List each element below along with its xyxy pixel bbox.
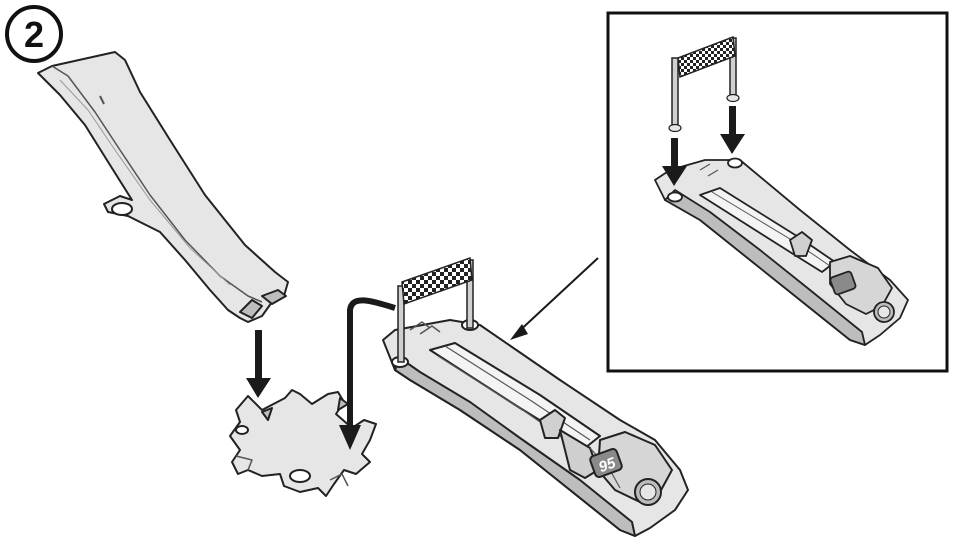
inset-flag-gate (668, 35, 740, 133)
launcher-number: 95 (596, 454, 618, 476)
inset-number-plate (829, 270, 857, 296)
curved-track-ramp (37, 51, 289, 323)
checkered-flag-icon (401, 256, 473, 306)
detail-inset-panel (606, 11, 949, 373)
insert-arrow-launcher (339, 297, 396, 450)
insert-arrow-ramp (246, 330, 271, 398)
step-number-badge: 2 (5, 5, 63, 63)
launcher-assembly: 95 (382, 319, 689, 537)
inset-insert-arrows (662, 106, 745, 186)
star-connector-piece (229, 389, 377, 497)
number-plate (589, 448, 623, 478)
detail-pointer-arrow (510, 257, 599, 340)
inset-checkered-flag-icon (677, 35, 736, 79)
checkered-flag-gate (397, 256, 474, 363)
step-number: 2 (24, 14, 44, 55)
inset-launcher (654, 157, 909, 346)
